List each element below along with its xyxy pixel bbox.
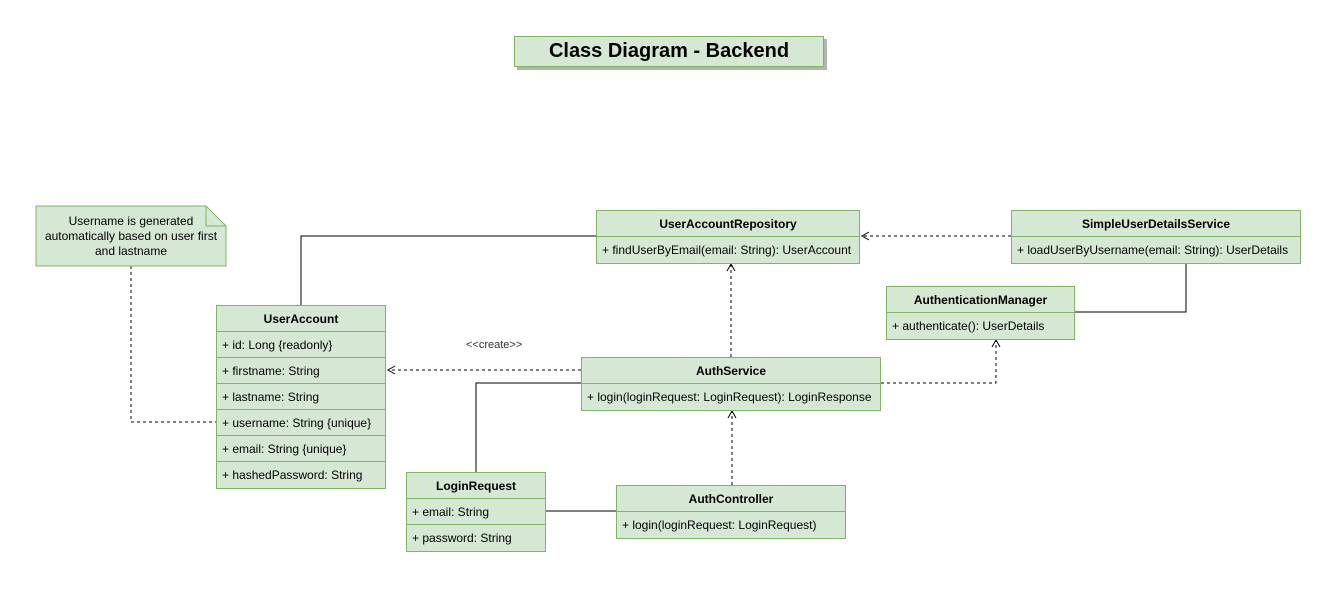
class-member: + password: String (412, 531, 512, 545)
create-stereotype-label: <<create>> (466, 339, 523, 351)
authservice-loginrequest-association (475, 382, 581, 472)
class-member: + id: Long {readonly} (217, 332, 385, 358)
class-member: + hashedPassword: String (222, 468, 363, 482)
note-anchor-line (130, 266, 216, 423)
userdetailsservice-authmanager-association (1075, 262, 1187, 313)
class-member: + lastname: String (217, 384, 385, 410)
class-auth-service[interactable]: AuthService + login(loginRequest: LoginR… (581, 357, 881, 411)
class-member: + firstname: String (217, 358, 385, 384)
class-simple-user-details-service[interactable]: SimpleUserDetailsService + loadUserByUse… (1011, 210, 1301, 264)
authservice-authmanager-dependency (881, 338, 1001, 384)
class-name: UserAccountRepository (597, 211, 859, 237)
class-member: + login(loginRequest: LoginRequest): Log… (587, 390, 872, 404)
class-name: AuthService (582, 358, 880, 384)
username-note: Username is generated automatically base… (44, 213, 218, 258)
class-member: + findUserByEmail(email: String): UserAc… (602, 243, 852, 257)
class-name: AuthController (617, 486, 845, 512)
class-name: UserAccount (217, 306, 385, 332)
class-member: + login(loginRequest: LoginRequest) (622, 518, 817, 532)
diagram-title: Class Diagram - Backend (514, 36, 824, 67)
class-member: + authenticate(): UserDetails (892, 319, 1045, 333)
class-name: SimpleUserDetailsService (1012, 211, 1300, 237)
class-member: + email: String {unique} (217, 436, 385, 462)
class-member: + loadUserByUsername(email: String): Use… (1017, 243, 1289, 257)
class-auth-controller[interactable]: AuthController + login(loginRequest: Log… (616, 485, 846, 539)
class-member: + email: String (407, 499, 545, 525)
useraccount-repository-association (300, 235, 596, 305)
class-authentication-manager[interactable]: AuthenticationManager + authenticate(): … (886, 286, 1075, 340)
note-shape (35, 205, 227, 267)
class-name: LoginRequest (407, 473, 545, 499)
class-login-request[interactable]: LoginRequest + email: String + password:… (406, 472, 546, 552)
class-name: AuthenticationManager (887, 287, 1074, 313)
class-user-account[interactable]: UserAccount + id: Long {readonly} + firs… (216, 305, 386, 489)
class-user-account-repository[interactable]: UserAccountRepository + findUserByEmail(… (596, 210, 860, 264)
class-member: + username: String {unique} (217, 410, 385, 436)
